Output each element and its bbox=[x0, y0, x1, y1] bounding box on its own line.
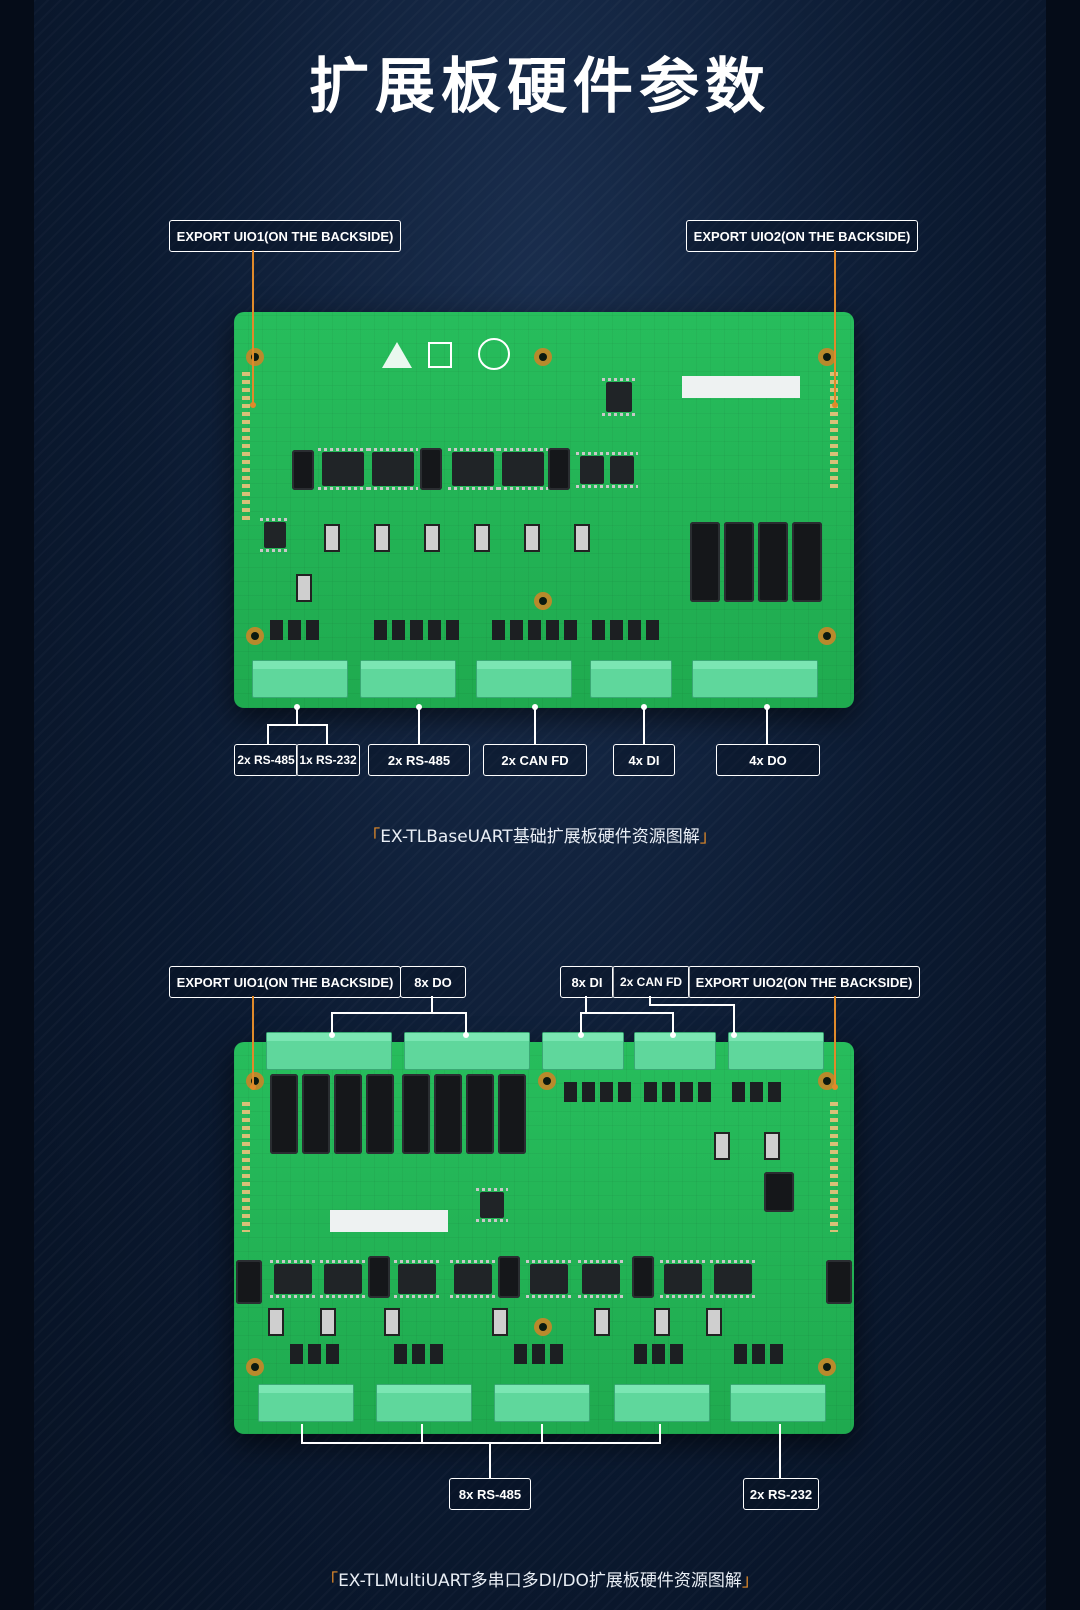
board-1-pcb bbox=[234, 312, 854, 708]
export-uio2-callout: EXPORT UIO2(ON THE BACKSIDE) bbox=[688, 966, 920, 998]
terminal-rs485-1 bbox=[258, 1384, 354, 1422]
export-uio1-callout: EXPORT UIO1(ON THE BACKSIDE) bbox=[169, 220, 401, 252]
rs232-callout: 1x RS-232 bbox=[296, 744, 360, 776]
board-1-caption: 「EX-TLBaseUART基础扩展板硬件资源图解」 bbox=[363, 827, 717, 847]
rs485-callout: 8x RS-485 bbox=[449, 1478, 531, 1510]
lead-free-icon bbox=[478, 338, 510, 370]
esd-icon bbox=[382, 342, 412, 368]
rs232-callout: 2x RS-232 bbox=[743, 1478, 819, 1510]
terminal-di-b bbox=[634, 1032, 716, 1070]
do-callout: 4x DO bbox=[716, 744, 820, 776]
terminal-can bbox=[728, 1032, 824, 1070]
right-margin bbox=[1046, 0, 1080, 1610]
di-callout: 4x DI bbox=[613, 744, 675, 776]
board-2-caption: 「EX-TLMultiUART多串口多DI/DO扩展板硬件资源图解」 bbox=[321, 1571, 759, 1591]
terminal-rs485-2 bbox=[376, 1384, 472, 1422]
page-title: 扩展板硬件参数 bbox=[309, 52, 771, 122]
can-callout: 2x CAN FD bbox=[483, 744, 587, 776]
di-callout: 8x DI bbox=[560, 966, 614, 998]
terminal-rs485 bbox=[360, 660, 456, 698]
terminal-rs485-3 bbox=[494, 1384, 590, 1422]
left-margin bbox=[0, 0, 34, 1610]
terminal-do-a bbox=[266, 1032, 392, 1070]
export-uio1-callout: EXPORT UIO1(ON THE BACKSIDE) bbox=[169, 966, 401, 998]
weee-icon bbox=[428, 342, 452, 368]
terminal-rs232 bbox=[730, 1384, 826, 1422]
terminal-di bbox=[590, 660, 672, 698]
terminal-rs485-rs232 bbox=[252, 660, 348, 698]
terminal-di-a bbox=[542, 1032, 624, 1070]
export-uio2-callout: EXPORT UIO2(ON THE BACKSIDE) bbox=[686, 220, 918, 252]
terminal-can bbox=[476, 660, 572, 698]
rs485-callout: 2x RS-485 bbox=[234, 744, 298, 776]
terminal-do bbox=[692, 660, 818, 698]
can-callout: 2x CAN FD bbox=[612, 966, 690, 998]
do-callout: 8x DO bbox=[400, 966, 466, 998]
terminal-rs485-4 bbox=[614, 1384, 710, 1422]
board-2-pcb bbox=[234, 1032, 854, 1434]
rs485b-callout: 2x RS-485 bbox=[368, 744, 470, 776]
